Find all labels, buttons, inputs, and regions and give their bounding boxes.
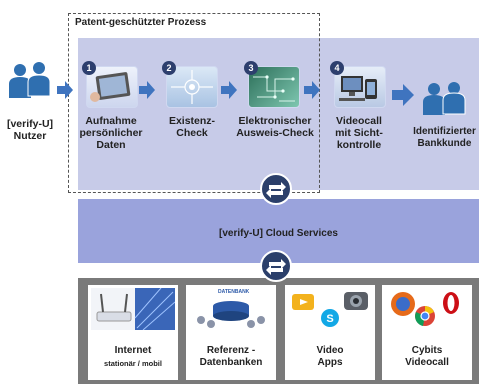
step2-number: 2 [162,61,176,75]
step2-label: Existenz- Check [168,115,216,139]
step4-devices-image [334,66,386,108]
service-video-apps-title: Video Apps [316,345,344,368]
exchange-icon-top [260,173,292,205]
step3-circuit-image [248,66,300,108]
database-caption: DATENBANK [218,289,250,295]
arrow-step3-to-step4 [304,81,320,99]
step4-label: Videocall mit Sicht- kontrolle [335,115,383,151]
service-card-reference-databases: DATENBANK Referenz - Datenbanken [186,285,276,380]
process-label: Patent-geschützter Prozess [75,17,207,28]
process-band [78,38,479,190]
service-card-video-apps: S Video Apps [285,285,375,380]
service-internet-subtitle: stationär / mobil [104,359,162,368]
service-card-internet: Internet stationär / mobil [88,285,178,380]
user-group-icon [9,62,51,98]
arrow-step4-to-customer [392,84,414,106]
step3-number: 3 [244,61,258,75]
exchange-icon-bottom [260,250,292,282]
step1-tablet-image [86,66,138,108]
service-cybits-title: Cybits Videocall [405,345,449,368]
router-image [91,288,175,330]
arrow-step2-to-step3 [221,81,237,99]
arrow-user-to-step1 [57,81,73,99]
service-card-cybits-videocall: Cybits Videocall [382,285,472,380]
service-databases-title: Referenz - Datenbanken [199,345,263,368]
database-image [189,288,273,330]
browser-logos-image [385,288,469,330]
cloud-services-label: [verify-U] Cloud Services [219,228,338,239]
video-apps-image: S [288,288,372,330]
user-label: [verify-U] Nutzer [6,118,54,142]
customer-label: Identifizierter Bankkunde [413,126,476,149]
step1-label: Aufnahme persönlicher Daten [79,115,143,151]
step2-network-image [166,66,218,108]
bank-customer-icon [423,82,466,115]
step1-number: 1 [82,61,96,75]
service-internet-title: Internet [114,345,152,356]
arrow-step1-to-step2 [139,81,155,99]
svg-text:S: S [326,313,333,325]
patent-process-frame [68,13,320,193]
step4-number: 4 [330,61,344,75]
step3-label: Elektronischer Ausweis-Check [236,115,314,139]
